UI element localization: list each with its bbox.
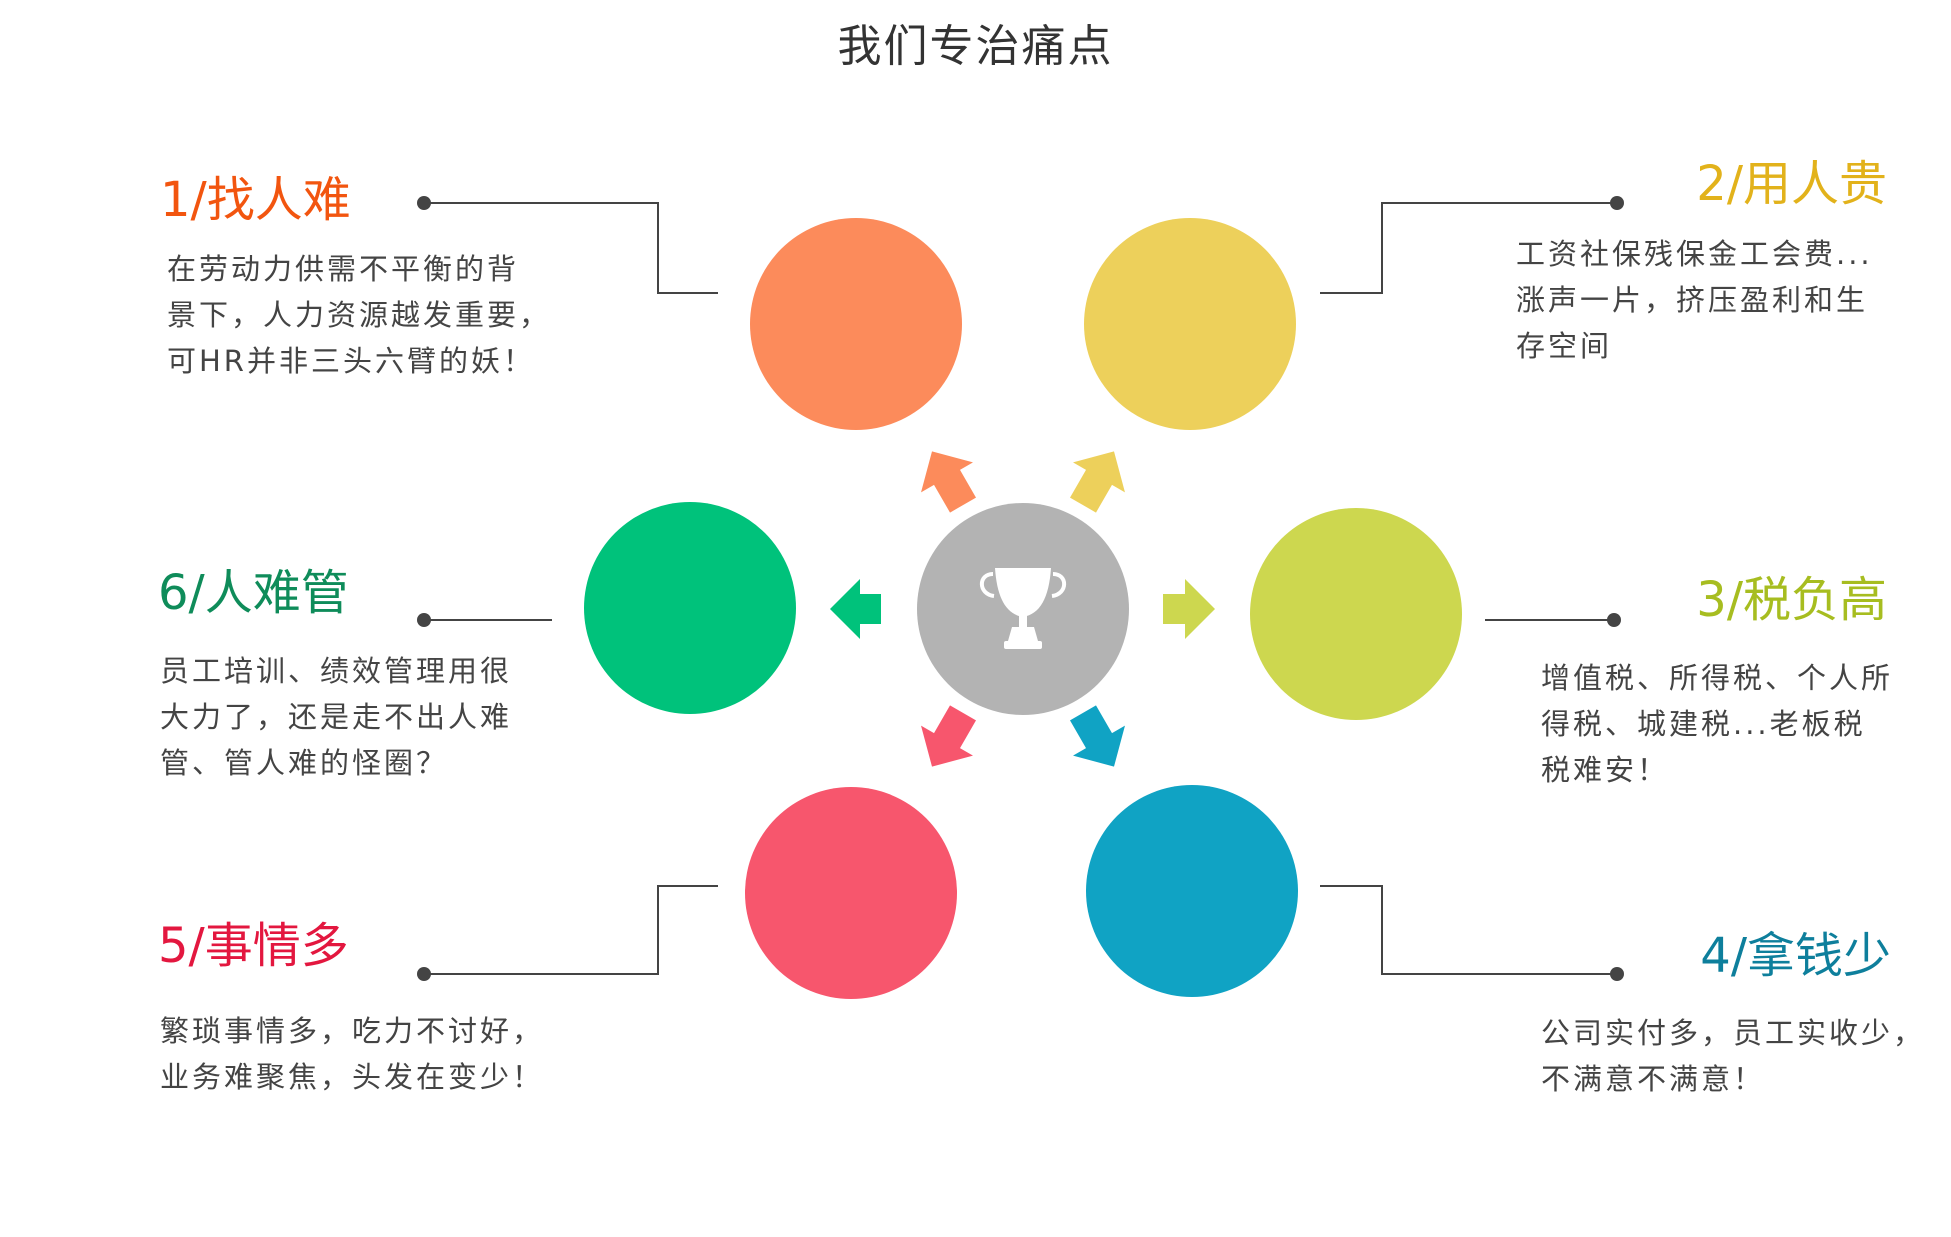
- desc-3-line-3: 税难安！: [1541, 753, 1670, 787]
- connector-dot-1: [417, 196, 431, 210]
- circle-2: [1084, 218, 1296, 430]
- connector-dot-5: [417, 967, 431, 981]
- desc-1: 在劳动力供需不平衡的背 景下，人力资源越发重要， 可HR并非三头六臂的妖！: [167, 246, 551, 384]
- circle-1: [750, 218, 962, 430]
- arrow-2: [1070, 451, 1125, 513]
- arrow-3: [1163, 579, 1215, 639]
- desc-2-line-3: 存空间: [1516, 329, 1613, 363]
- arrow-6: [830, 579, 881, 639]
- desc-2-line-2: 涨声一片，挤压盈利和生: [1516, 283, 1869, 317]
- heading-4: 4/拿钱少: [1700, 928, 1891, 984]
- page-title: 我们专治痛点: [837, 21, 1114, 72]
- heading-6: 6/人难管: [158, 565, 349, 621]
- arrow-5: [921, 705, 976, 767]
- heading-2: 2/用人贵: [1696, 156, 1887, 212]
- connector-dot-2: [1610, 196, 1624, 210]
- desc-5-line-2: 业务难聚焦，头发在变少！: [160, 1060, 545, 1094]
- circle-5: [745, 787, 957, 999]
- circle-6: [584, 502, 796, 714]
- trophy-icon: [979, 568, 1067, 649]
- circle-4: [1086, 785, 1298, 997]
- desc-3: 增值税、所得税、个人所 得税、城建税...老板税 税难安！: [1541, 655, 1893, 793]
- arrow-1: [921, 451, 976, 513]
- connector-4: [1320, 885, 1617, 975]
- desc-2: 工资社保残保金工会费... 涨声一片，挤压盈利和生 存空间: [1516, 231, 1873, 369]
- desc-2-line-1: 工资社保残保金工会费...: [1516, 237, 1873, 271]
- heading-3: 3/税负高: [1696, 572, 1887, 628]
- desc-6-line-1: 员工培训、绩效管理用很: [160, 654, 513, 688]
- heading-1: 1/找人难: [160, 172, 351, 228]
- arrow-4: [1070, 705, 1125, 767]
- desc-3-line-2: 得税、城建税...老板税: [1541, 707, 1866, 741]
- connector-5: [424, 885, 718, 975]
- connector-dot-4: [1610, 967, 1624, 981]
- desc-1-line-3: 可HR并非三头六臂的妖！: [167, 344, 535, 378]
- desc-6: 员工培训、绩效管理用很 大力了，还是走不出人难 管、管人难的怪圈？: [160, 648, 512, 786]
- desc-6-line-2: 大力了，还是走不出人难: [160, 700, 513, 734]
- desc-4: 公司实付多，员工实收少， 不满意不满意！: [1541, 1010, 1925, 1102]
- desc-1-line-2: 景下，人力资源越发重要，: [167, 298, 552, 332]
- connector-1: [424, 202, 718, 294]
- connector-dot-3: [1607, 613, 1621, 627]
- desc-1-line-1: 在劳动力供需不平衡的背: [167, 252, 520, 286]
- connector-2: [1320, 202, 1617, 294]
- desc-4-line-2: 不满意不满意！: [1541, 1062, 1766, 1096]
- heading-5: 5/事情多: [158, 918, 349, 974]
- desc-3-line-1: 增值税、所得税、个人所: [1541, 661, 1894, 695]
- desc-4-line-1: 公司实付多，员工实收少，: [1541, 1016, 1926, 1050]
- desc-6-line-3: 管、管人难的怪圈？: [160, 746, 449, 780]
- desc-5-line-1: 繁琐事情多，吃力不讨好，: [160, 1014, 545, 1048]
- connector-dot-6: [417, 613, 431, 627]
- circle-3: [1250, 508, 1462, 720]
- desc-5: 繁琐事情多，吃力不讨好， 业务难聚焦，头发在变少！: [160, 1008, 544, 1100]
